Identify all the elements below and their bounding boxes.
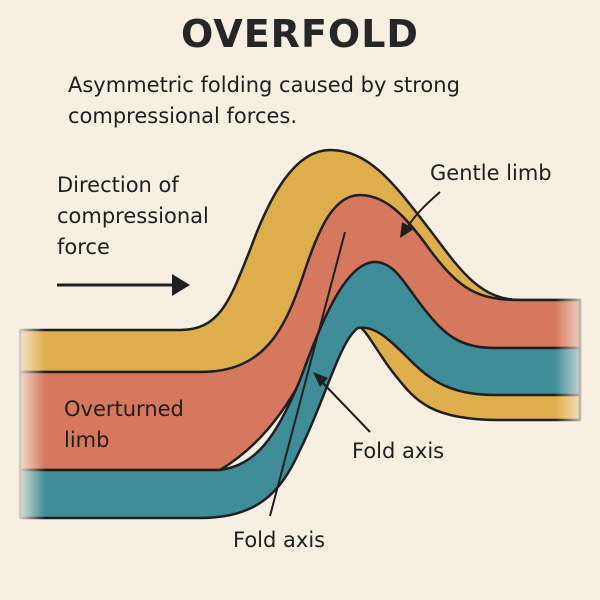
right-edge-fade — [555, 280, 590, 440]
arrow-right-icon — [57, 274, 190, 296]
diagram-title: OVERFOLD — [181, 12, 419, 56]
fold-axis-label-bottom: Fold axis — [233, 528, 326, 552]
fold-axis-label-right: Fold axis — [352, 439, 445, 463]
gentle-limb-label: Gentle limb — [430, 161, 552, 185]
fold-axis-pointer-icon — [313, 372, 371, 433]
compression-force-label: Direction of compressional force — [57, 173, 209, 259]
gentle-limb-pointer-icon — [400, 191, 441, 238]
diagram-subtitle: Asymmetric folding caused by strong comp… — [68, 73, 460, 128]
fold-axis-line — [269, 231, 346, 517]
left-edge-fade — [15, 280, 45, 540]
overturned-limb-label: Overturned limb — [64, 397, 184, 452]
